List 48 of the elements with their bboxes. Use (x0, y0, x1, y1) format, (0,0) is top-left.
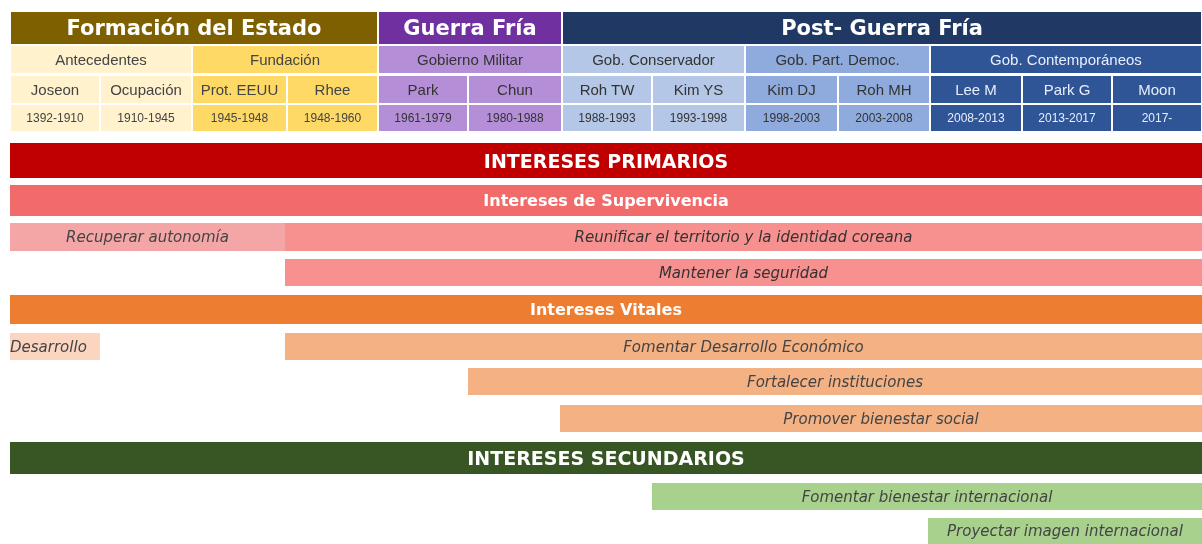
year-range-cell: 1980-1988 (469, 105, 561, 131)
year-range-cell: 1910-1945 (101, 105, 191, 131)
year-range-cell: 1988-1993 (563, 105, 651, 131)
period-header: Gob. Conservador (563, 46, 744, 73)
period-header: Gobierno Militar (379, 46, 561, 73)
interest-bar: Fortalecer instituciones (468, 368, 1202, 395)
interest-bar: Recuperar autonomía (10, 223, 285, 251)
era-header: Post- Guerra Fría (563, 12, 1201, 44)
interest-group-band: Intereses Vitales (10, 295, 1202, 324)
year-range-cell: 1948-1960 (288, 105, 377, 131)
era-header: Guerra Fría (379, 12, 561, 44)
period-header: Antecedentes (11, 46, 191, 73)
interest-bar: Desarrollo (10, 333, 100, 360)
leader-name-cell: Ocupación (101, 76, 191, 103)
leader-name-cell: Kim DJ (746, 76, 837, 103)
leader-name-cell: Moon (1113, 76, 1201, 103)
leader-name-cell: Rhee (288, 76, 377, 103)
interest-bar: Proyectar imagen internacional (928, 518, 1202, 544)
leader-name-cell: Roh TW (563, 76, 651, 103)
interest-bar: Promover bienestar social (560, 405, 1202, 432)
leader-name-cell: Chun (469, 76, 561, 103)
year-range-cell: 1961-1979 (379, 105, 467, 131)
year-range-cell: 2017- (1113, 105, 1201, 131)
leader-name-cell: Lee M (931, 76, 1021, 103)
year-range-cell: 2008-2013 (931, 105, 1021, 131)
interest-bar: Mantener la seguridad (285, 259, 1202, 286)
interest-level-band: INTERESES SECUNDARIOS (10, 442, 1202, 474)
period-header: Gob. Contemporáneos (931, 46, 1201, 73)
era-header: Formación del Estado (11, 12, 377, 44)
year-range-cell: 2013-2017 (1023, 105, 1111, 131)
year-range-cell: 2003-2008 (839, 105, 929, 131)
period-header: Fundación (193, 46, 377, 73)
interest-bar: Reunificar el territorio y la identidad coreana (285, 223, 1202, 251)
leader-name-cell: Prot. EEUU (193, 76, 286, 103)
leader-name-cell: Park G (1023, 76, 1111, 103)
year-range-cell: 1993-1998 (653, 105, 744, 131)
interest-bar: Fomentar Desarrollo Económico (285, 333, 1202, 360)
period-header: Gob. Part. Democ. (746, 46, 929, 73)
year-range-cell: 1945-1948 (193, 105, 286, 131)
leader-name-cell: Joseon (11, 76, 99, 103)
leader-name-cell: Kim YS (653, 76, 744, 103)
interest-level-band: INTERESES PRIMARIOS (10, 143, 1202, 178)
leader-name-cell: Roh MH (839, 76, 929, 103)
interest-bar: Fomentar bienestar internacional (652, 483, 1202, 510)
interest-group-band: Intereses de Supervivencia (10, 185, 1202, 216)
year-range-cell: 1392-1910 (11, 105, 99, 131)
year-range-cell: 1998-2003 (746, 105, 837, 131)
leader-name-cell: Park (379, 76, 467, 103)
